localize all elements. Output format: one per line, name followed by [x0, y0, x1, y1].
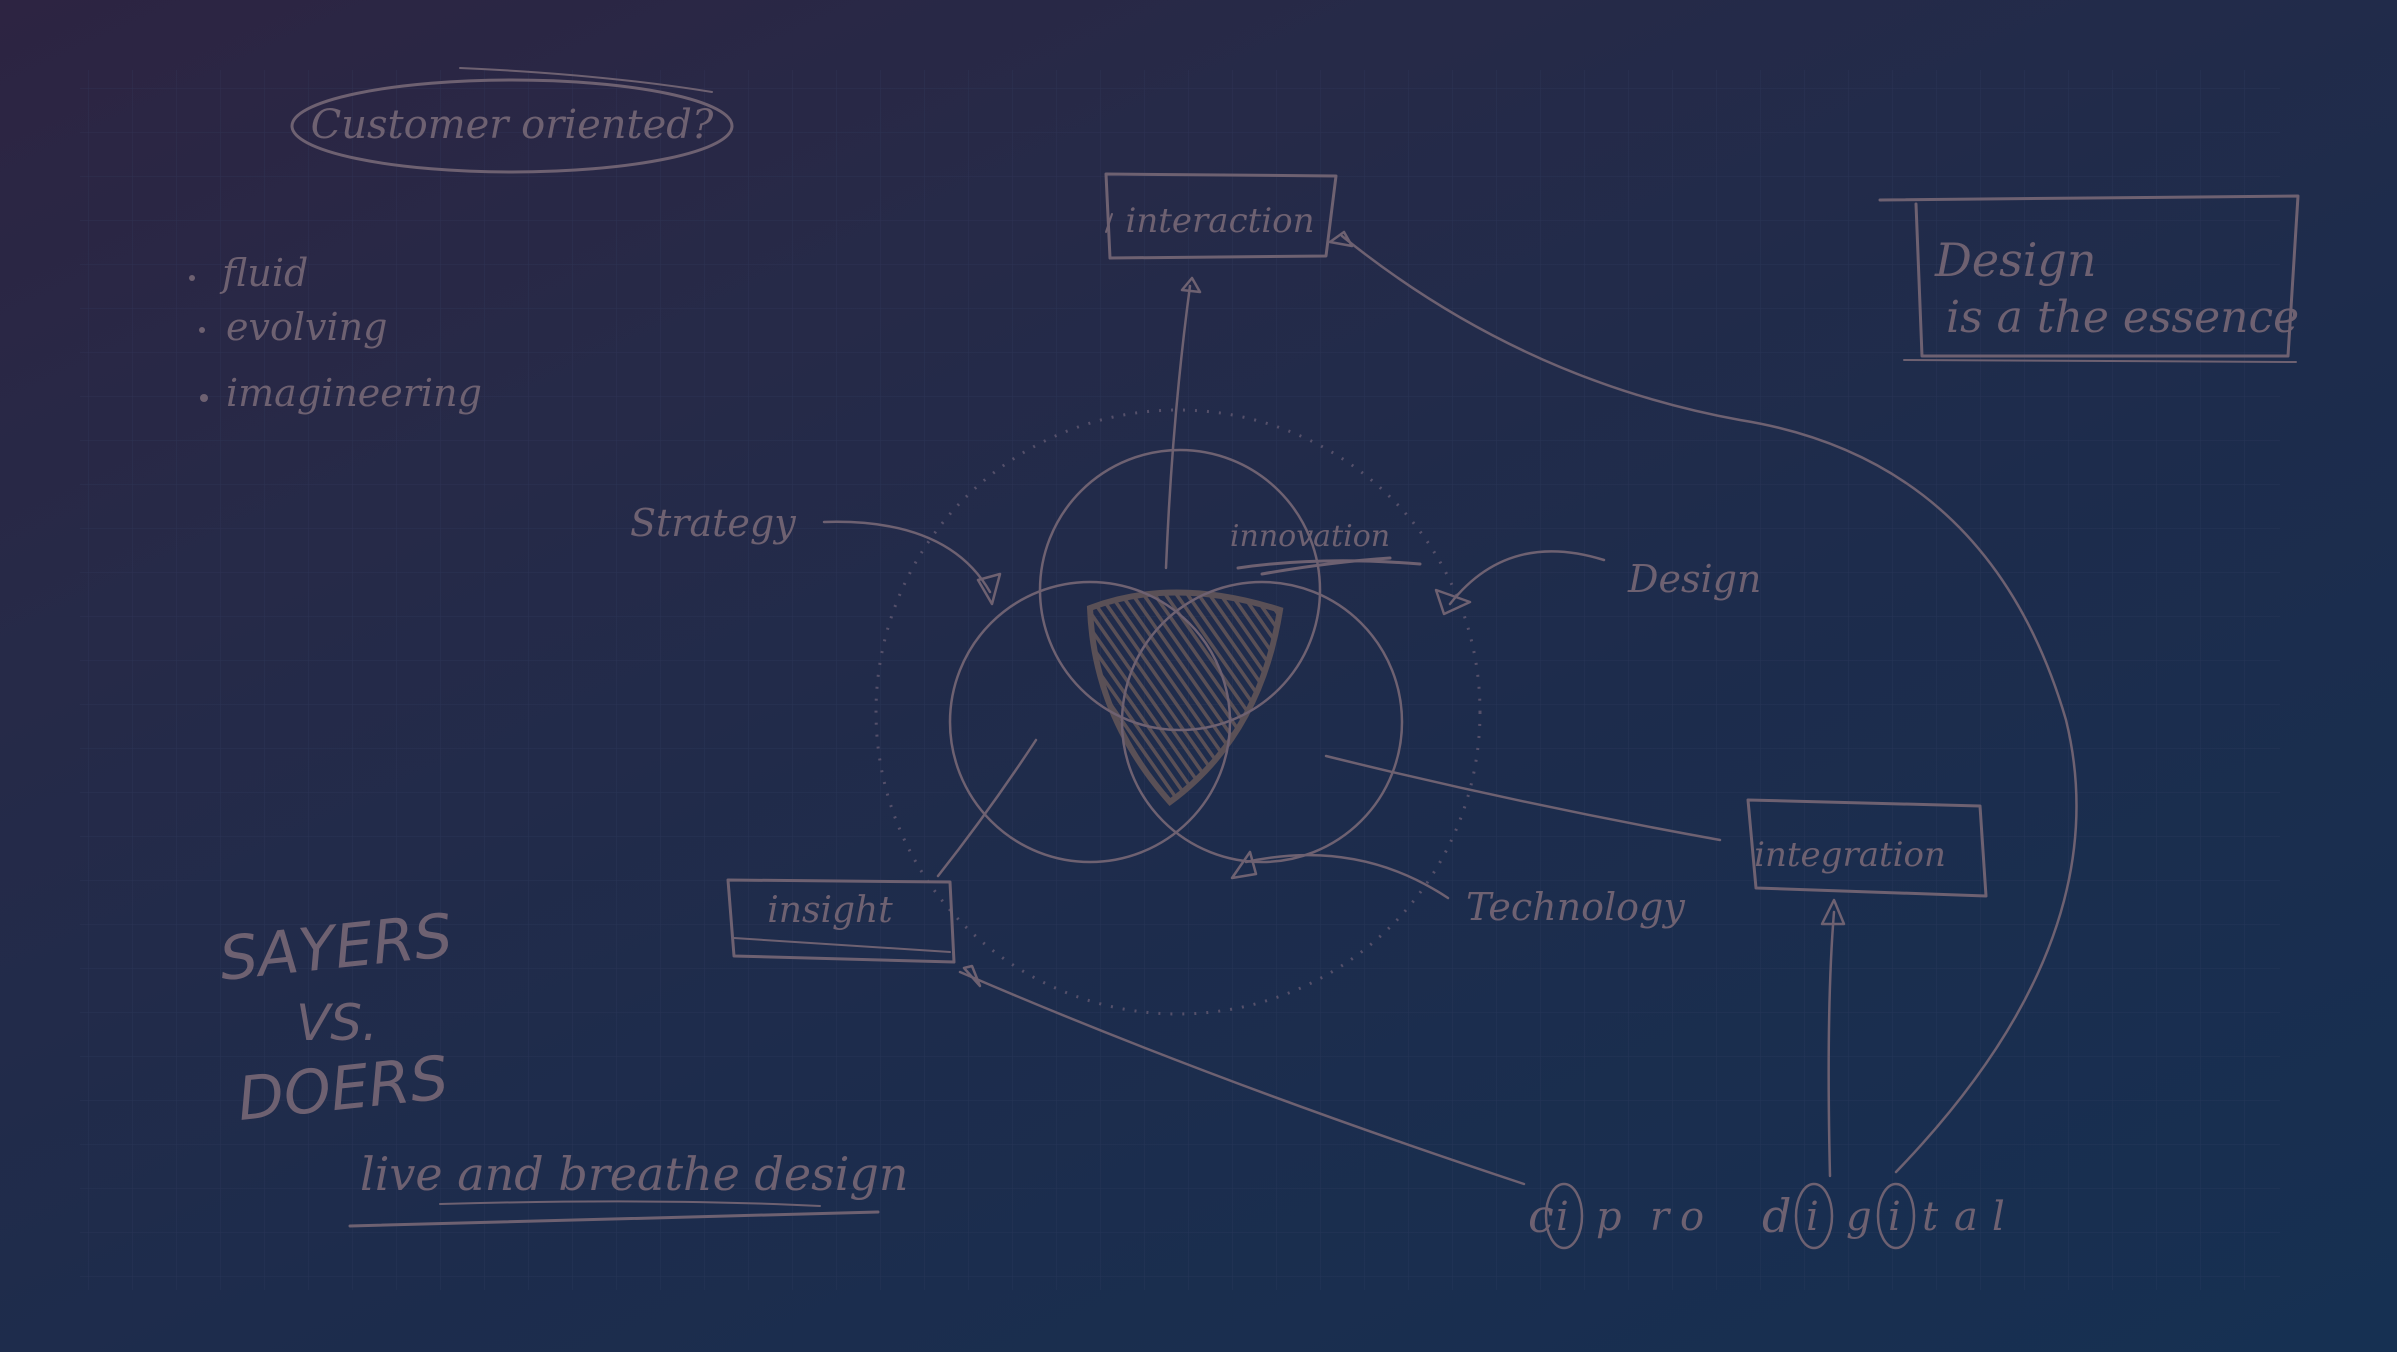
- essence-line-1: Design: [1934, 233, 2097, 287]
- essence-line-2: is a the essence: [1946, 292, 2299, 343]
- bullet-list: fluid evolving imagineering: [189, 251, 482, 415]
- arrow-head: [962, 964, 982, 988]
- brand-wordmark: c i p r o d i g i t a l: [1528, 1182, 2005, 1250]
- innovation-label: innovation: [1230, 519, 1390, 554]
- brand-letter: t: [1922, 1194, 1939, 1240]
- brand-letter: a: [1954, 1194, 1978, 1240]
- arrow-head: [1230, 850, 1258, 880]
- technology-label: Technology: [1466, 885, 1685, 929]
- technology-force: Technology: [1230, 850, 1685, 929]
- venn-circle-left: [948, 580, 1232, 864]
- design-label: Design: [1627, 557, 1761, 601]
- strategy-force: Strategy: [630, 501, 1002, 606]
- integration-label: integration: [1754, 835, 1946, 875]
- motto-text: live and breathe design: [360, 1147, 908, 1201]
- brand-letter: i: [1556, 1194, 1569, 1240]
- vs-text: VS.: [296, 994, 378, 1052]
- essence-box: Design is a the essence: [1878, 194, 2300, 363]
- headline-bubble: Customer oriented?: [290, 67, 734, 174]
- arrow-head: [976, 572, 1002, 606]
- design-force: Design: [1434, 550, 1761, 616]
- brand-letter: o: [1680, 1194, 1704, 1240]
- arrow-head: [1820, 898, 1846, 926]
- brand-to-insight-arrow: [958, 970, 1526, 1186]
- interaction-box: interaction: [1104, 172, 1338, 570]
- headline-text: Customer oriented?: [311, 102, 714, 148]
- brand-letter: r: [1650, 1194, 1672, 1240]
- bullet-item: fluid: [219, 251, 308, 295]
- outer-dotted-ring: [874, 408, 1482, 1016]
- interaction-label: interaction: [1125, 201, 1314, 241]
- brand-letter: d: [1762, 1189, 1791, 1243]
- brand-letter: p: [1596, 1194, 1622, 1240]
- insight-label: insight: [767, 890, 893, 931]
- arrow-head: [1434, 588, 1472, 616]
- bullet-item: evolving: [226, 305, 387, 349]
- venn-circle-right: [1120, 580, 1404, 864]
- strategy-label: Strategy: [630, 501, 796, 545]
- integration-box: integration: [1324, 754, 1988, 1178]
- arrow-head: [1328, 230, 1354, 248]
- arrow-head: [1180, 276, 1202, 294]
- brand-letter: l: [1992, 1194, 2005, 1240]
- brand-to-interaction-arrow: [1340, 234, 2078, 1174]
- brand-letter: i: [1888, 1194, 1901, 1240]
- bullet-item: imagineering: [226, 371, 482, 415]
- brand-letter: g: [1846, 1194, 1872, 1240]
- venn-diagram: innovation: [874, 408, 1482, 1016]
- brand-letter: i: [1806, 1194, 1819, 1240]
- insight-box: insight: [726, 738, 1038, 964]
